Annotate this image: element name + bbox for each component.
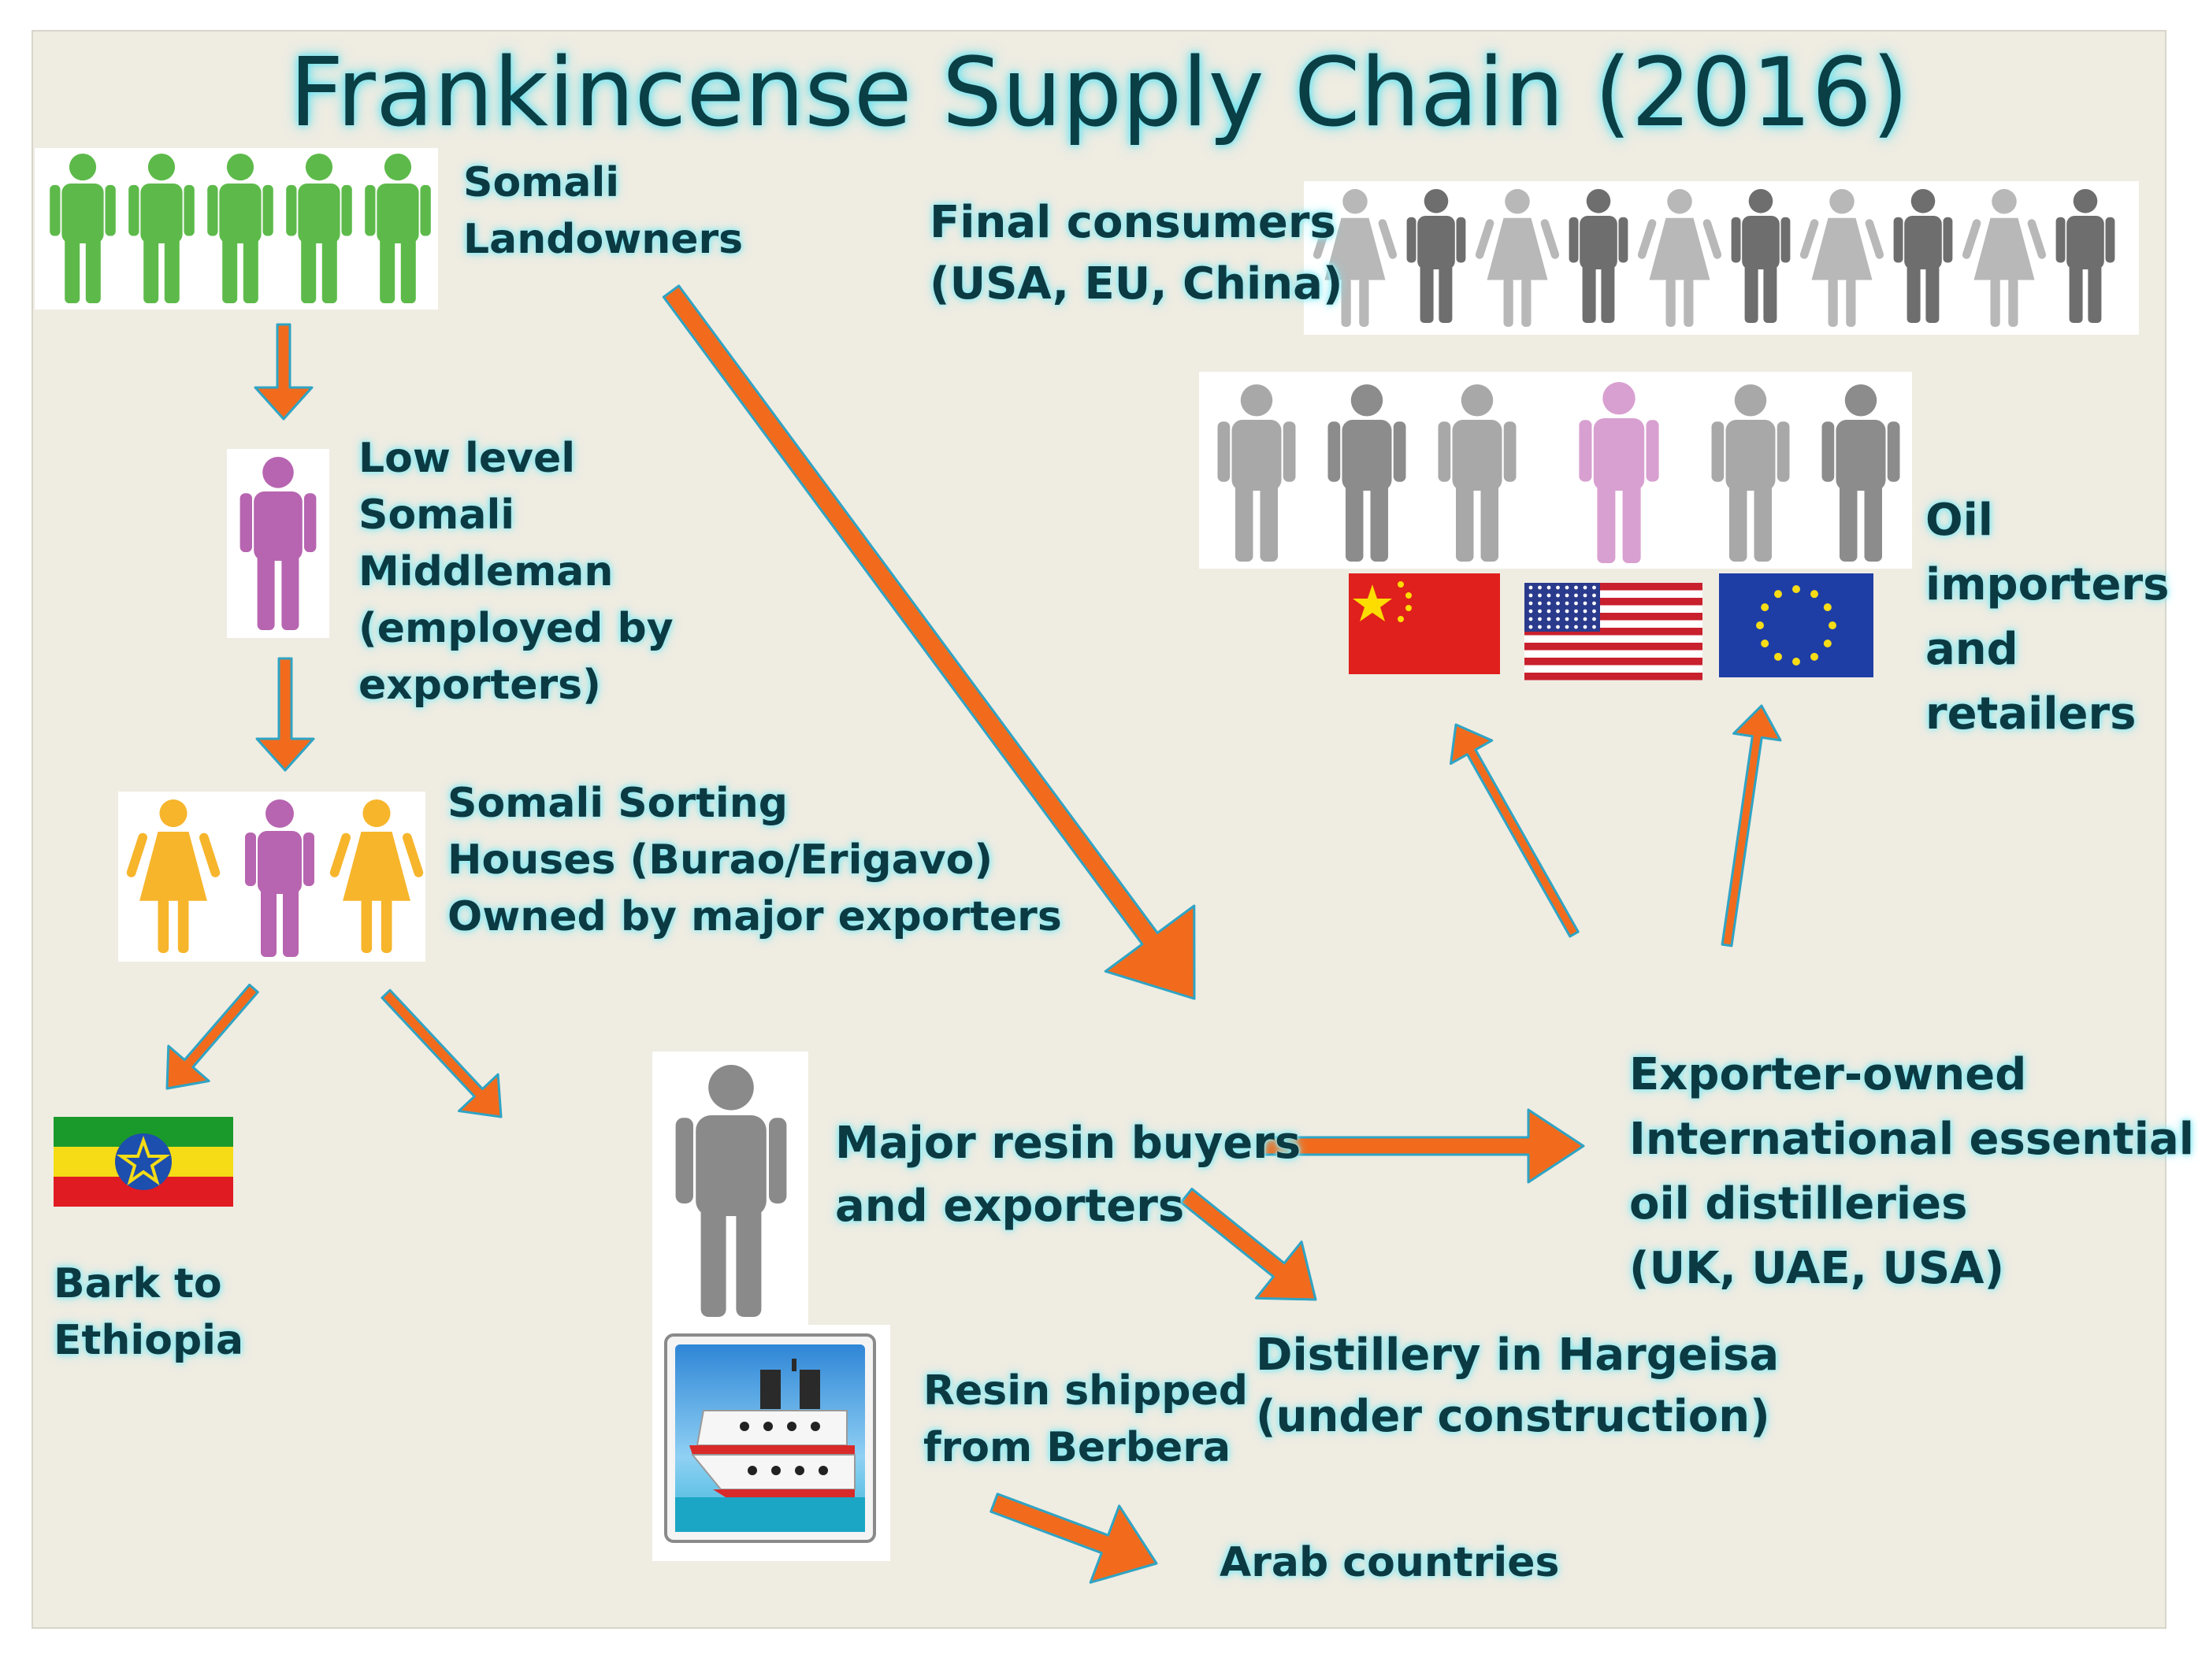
- bark-label: Bark to Ethiopia: [54, 1260, 244, 1364]
- consumer-man-icon: [1893, 189, 1953, 323]
- consumer-woman-icon: [1799, 189, 1884, 327]
- middleman-label: Low level Somali Middleman (employed by …: [358, 435, 674, 709]
- consumer-man-icon: [1731, 189, 1791, 323]
- arrow-landowners-to-middleman: [254, 323, 314, 421]
- consumer-man-icon: [2055, 189, 2115, 323]
- importer-man-icon: [1821, 384, 1900, 562]
- ship-icon: [664, 1333, 876, 1543]
- consumers-label: Final consumers (USA, EU, China): [930, 197, 1343, 310]
- consumer-woman-icon: [1312, 189, 1398, 327]
- importer-man-icon: [1217, 384, 1296, 562]
- landowner-man-icon: [365, 154, 431, 303]
- importers-label: Oil importers and retailers: [1925, 495, 2170, 740]
- arrow-distilleries-to-china: [1450, 723, 1580, 938]
- landowner-man-icon: [128, 154, 195, 303]
- ship-label: Resin shipped from Berbera: [923, 1367, 1248, 1471]
- exporter-man-icon: [675, 1065, 787, 1317]
- importer-man-icon: [1711, 384, 1790, 562]
- diagram-title: Frankincense Supply Chain (2016): [289, 39, 1909, 148]
- arrow-exporters-to-distilleries: [1259, 1108, 1585, 1184]
- consumer-woman-icon: [1962, 189, 2047, 327]
- arrow-landowners-to-exporters: [662, 284, 1196, 1000]
- china-flag-icon: [1349, 573, 1500, 674]
- sorter-man-icon: [245, 799, 314, 957]
- consumer-woman-icon: [1475, 189, 1560, 327]
- ethiopia-flag-icon: [54, 1117, 233, 1207]
- landowner-man-icon: [207, 154, 273, 303]
- consumer-man-icon: [1569, 189, 1628, 323]
- sorter-woman-icon: [126, 799, 221, 953]
- consumer-woman-icon: [1637, 189, 1722, 327]
- importer-man-icon: [1327, 384, 1406, 562]
- arrow-exporters-to-hargeisa: [1179, 1187, 1317, 1301]
- arrow-sorting-to-exporters: [381, 988, 503, 1118]
- arab-label: Arab countries: [1220, 1539, 1560, 1586]
- arrow-sorting-to-bark: [165, 983, 259, 1090]
- arrow-distilleries-to-eu: [1721, 704, 1782, 948]
- importers-icon-box: [1199, 372, 1912, 569]
- exporters-label: Major resin buyers and exporters: [835, 1118, 1301, 1232]
- landowner-man-icon: [50, 154, 116, 303]
- usa-flag-icon: [1524, 583, 1702, 681]
- eu-flag-icon: [1719, 573, 1873, 677]
- sorter-woman-icon: [329, 799, 424, 953]
- arrow-ship-to-arab: [989, 1493, 1158, 1584]
- importer-highlight-man-icon: [1579, 382, 1659, 563]
- arrow-middleman-to-sorting: [255, 657, 315, 772]
- hargeisa-label: Distillery in Hargeisa (under constructi…: [1256, 1330, 1780, 1442]
- sorting-label: Somali Sorting Houses (Burao/Erigavo) Ow…: [447, 780, 1062, 940]
- landowners-label: Somali Landowners: [463, 159, 744, 263]
- importer-man-icon: [1438, 384, 1517, 562]
- consumer-man-icon: [1406, 189, 1466, 323]
- distilleries-label: Exporter-owned International essential o…: [1629, 1049, 2194, 1294]
- middleman-man-icon: [239, 457, 317, 630]
- landowner-man-icon: [286, 154, 352, 303]
